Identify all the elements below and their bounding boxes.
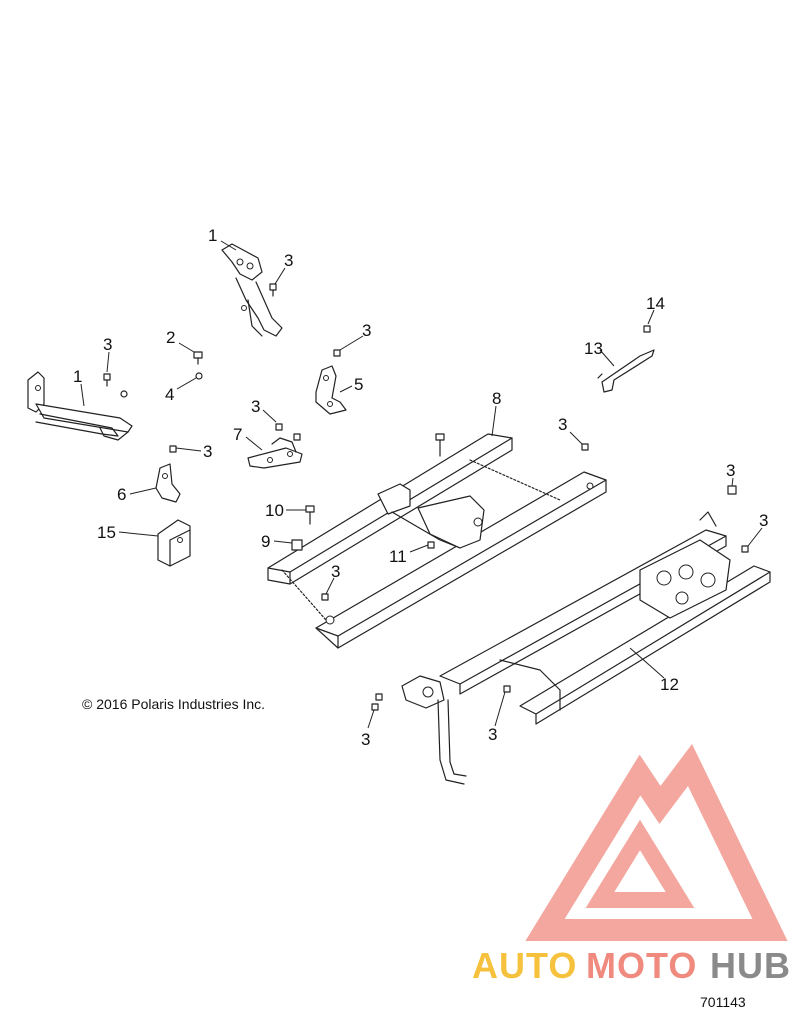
callout-11: 11	[389, 547, 407, 566]
figure-number: 701143	[700, 994, 746, 1010]
screw-3k	[741, 545, 749, 553]
callout-labels: 1 3 3 1 2 4 3 5 3 7 3 6 15 13 14 8 3 10 …	[73, 226, 768, 749]
callout-13: 13	[584, 339, 603, 358]
bushing-9	[291, 539, 303, 551]
callout-6: 6	[117, 485, 126, 504]
screw-3j	[727, 485, 737, 495]
callout-3: 3	[103, 335, 112, 354]
watermark-text-auto: AUTO	[472, 945, 577, 986]
part-15-bracket	[157, 519, 191, 567]
watermark-text-hub: HUB	[710, 945, 791, 986]
part-6-bracket	[155, 463, 181, 503]
fastener-screws	[103, 283, 749, 711]
leader-lines	[80, 240, 763, 729]
callout-3: 3	[488, 725, 497, 744]
part-5-bracket	[315, 365, 347, 415]
callout-5: 5	[354, 375, 363, 394]
screw-3c	[120, 390, 128, 398]
watermark-text-moto: MOTO	[586, 945, 697, 986]
part-1-upper-bracket	[221, 243, 283, 337]
callout-9: 9	[261, 532, 270, 551]
watermark-logo	[525, 743, 788, 941]
screw-10	[305, 505, 315, 525]
callout-3: 3	[759, 511, 768, 530]
callout-15: 15	[97, 523, 116, 542]
callout-3: 3	[362, 321, 371, 340]
screw-3m	[503, 685, 511, 693]
screw-14	[643, 325, 651, 333]
callout-3: 3	[284, 251, 293, 270]
screw-3g	[169, 445, 177, 453]
part-1-left-bracket	[27, 371, 133, 441]
callout-3: 3	[558, 415, 567, 434]
part-7-bracket	[247, 437, 303, 469]
callout-3: 3	[361, 730, 370, 749]
bolt-8	[435, 433, 445, 457]
callout-2: 2	[166, 328, 175, 347]
screw-3l	[371, 693, 383, 711]
part-13-bracket	[597, 349, 655, 393]
screw-3b	[103, 373, 111, 387]
screw-3a	[269, 283, 277, 297]
callout-1-top: 1	[208, 226, 217, 245]
part-12-lower-frame	[401, 511, 771, 785]
callout-3: 3	[331, 562, 340, 581]
part-8-frame	[267, 433, 607, 649]
screw-11	[427, 541, 435, 549]
screw-3f	[293, 433, 301, 441]
callout-3: 3	[203, 442, 212, 461]
callout-12: 12	[660, 675, 679, 694]
callout-10: 10	[265, 501, 284, 520]
callout-8: 8	[492, 389, 501, 408]
screw-2	[193, 351, 203, 365]
callout-3: 3	[726, 461, 735, 480]
screw-3e	[275, 423, 283, 431]
callout-14: 14	[646, 294, 665, 313]
screw-3h	[581, 443, 589, 451]
callout-1-left: 1	[73, 367, 82, 386]
callout-4: 4	[165, 385, 174, 404]
screw-3d	[333, 349, 341, 357]
copyright-notice: © 2016 Polaris Industries Inc.	[82, 696, 265, 712]
screw-3i	[321, 593, 329, 601]
nut-4	[195, 372, 203, 380]
callout-3: 3	[251, 397, 260, 416]
callout-7: 7	[233, 425, 242, 444]
